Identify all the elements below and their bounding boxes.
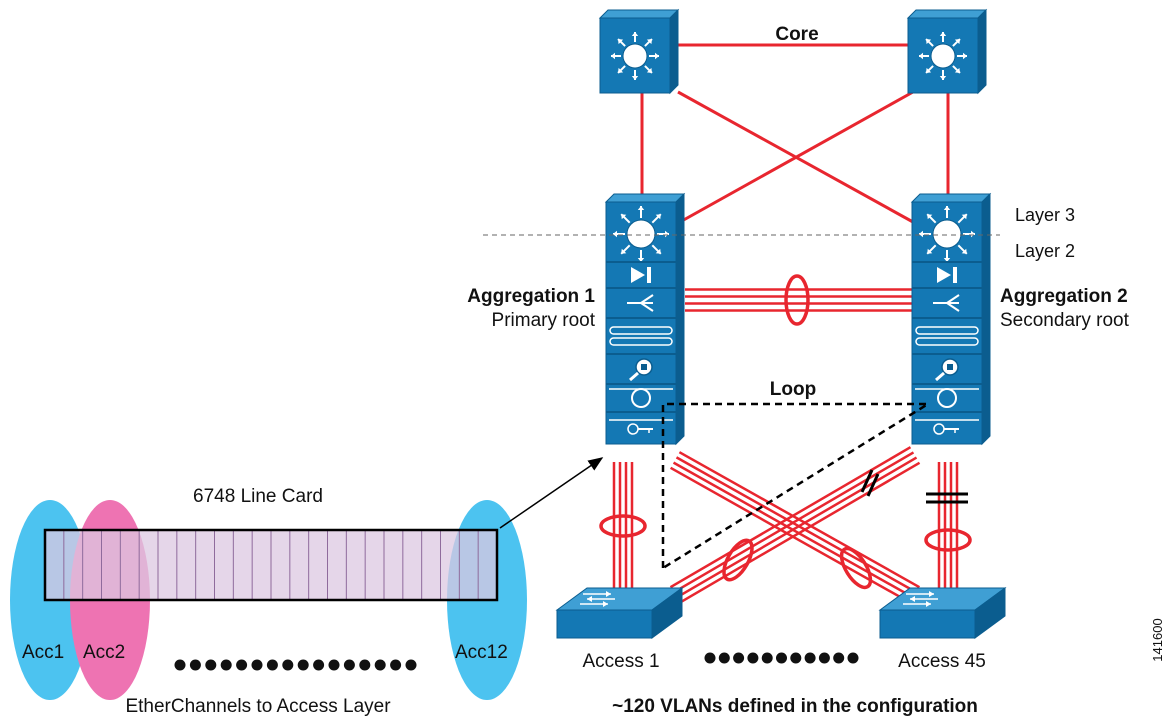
aggregation-1-label: Aggregation 1 (467, 286, 595, 307)
network-analysis-icon (912, 383, 982, 408)
ellipsis-dot (282, 659, 294, 671)
acc1-label: Acc1 (22, 642, 64, 663)
line-card-group (10, 500, 527, 700)
network-analysis-icon (606, 383, 676, 408)
agg1-to-access1-bundle (612, 462, 634, 602)
core-label: Core (775, 24, 818, 45)
aggregation-2-label: Aggregation 2 (1000, 286, 1128, 307)
ellipsis-dot (189, 659, 201, 671)
ellipsis-dot (359, 659, 371, 671)
agg1-access1-channel-ring (599, 514, 647, 538)
aggregation-1-chassis[interactable] (604, 192, 686, 446)
ellipsis-dot (174, 659, 186, 671)
ellipsis-dot (761, 652, 773, 664)
ellipsis-dot (818, 652, 830, 664)
ellipsis-dot (390, 659, 402, 671)
line-card[interactable] (43, 528, 499, 602)
ellipsis-dot (205, 659, 217, 671)
ellipsis-dot (847, 652, 859, 664)
ellipsis-dot (405, 659, 417, 671)
devices (555, 8, 1007, 639)
agg2-access45-channel-ring (924, 528, 972, 552)
primary-root-label: Primary root (492, 310, 596, 331)
agg1-access45-channel-ring (839, 546, 873, 590)
access-dots (704, 652, 859, 664)
aggregation-2-chassis[interactable] (910, 192, 992, 446)
layer3-switch-icon (613, 206, 669, 262)
agg-interconnect-channel-ring (784, 274, 810, 326)
ids-magnifier-icon (606, 353, 676, 382)
ssl-offload-icon (912, 317, 982, 346)
secondary-root-label: Secondary root (1000, 310, 1130, 331)
ellipsis-dot (251, 659, 263, 671)
ellipsis-dot (374, 659, 386, 671)
layer2-label: Layer 2 (1015, 241, 1075, 261)
load-balancer-icon (912, 287, 982, 312)
access-45-label: Access 45 (898, 651, 986, 672)
ellipsis-dot (718, 652, 730, 664)
firewall-play-icon (606, 261, 676, 283)
ellipsis-dot (313, 659, 325, 671)
core-switch-1[interactable] (598, 8, 680, 95)
load-balancer-icon (606, 287, 676, 312)
access-45-switch[interactable] (878, 587, 1007, 639)
layer3-switch-icon (919, 32, 967, 80)
ellipsis-dot (343, 659, 355, 671)
ellipsis-dot (790, 652, 802, 664)
layer3-switch-icon (919, 206, 975, 262)
ellipsis-dot (236, 659, 248, 671)
etherchannels-label: EtherChannels to Access Layer (125, 696, 391, 717)
firewall-play-icon (912, 261, 982, 283)
workgroup-switch-icon (903, 591, 938, 607)
ellipsis-dot (220, 659, 232, 671)
ellipsis-dot (266, 659, 278, 671)
key-security-icon (912, 411, 982, 435)
loop-label: Loop (770, 379, 816, 400)
line-card-label: 6748 Line Card (193, 486, 323, 507)
figure-id: 141600 (1150, 618, 1165, 661)
ellipsis-dot (733, 652, 745, 664)
core-switch-2[interactable] (906, 8, 988, 95)
acc2-label: Acc2 (83, 642, 125, 663)
ellipsis-dot (776, 652, 787, 664)
layer3-switch-icon (611, 32, 659, 80)
workgroup-switch-icon (580, 591, 615, 607)
red-links (599, 43, 972, 604)
ids-magnifier-icon (912, 353, 982, 382)
layer3-label: Layer 3 (1015, 205, 1075, 225)
ellipsis-dot (833, 652, 845, 664)
vlans-caption: ~120 VLANs defined in the configuration (612, 696, 978, 717)
access-1-switch[interactable] (555, 587, 684, 639)
acc12-label: Acc12 (455, 642, 508, 663)
access-1-label: Access 1 (582, 651, 659, 672)
line-card-dots (174, 659, 417, 671)
ellipsis-dot (328, 659, 340, 671)
core2-to-agg1-link (679, 90, 914, 224)
line-card-pointer-arrow (499, 457, 604, 529)
ellipsis-dot (804, 652, 816, 664)
ellipsis-dot (297, 659, 309, 671)
line-card-ports (45, 530, 497, 600)
blocked-port-marks (860, 469, 968, 504)
agg-interconnect-bundle (685, 288, 912, 312)
key-security-icon (606, 411, 676, 435)
ssl-offload-icon (606, 317, 676, 346)
ellipsis-dot (704, 652, 716, 664)
ellipsis-dot (747, 652, 759, 664)
agg2-access1-channel-ring (722, 538, 754, 582)
